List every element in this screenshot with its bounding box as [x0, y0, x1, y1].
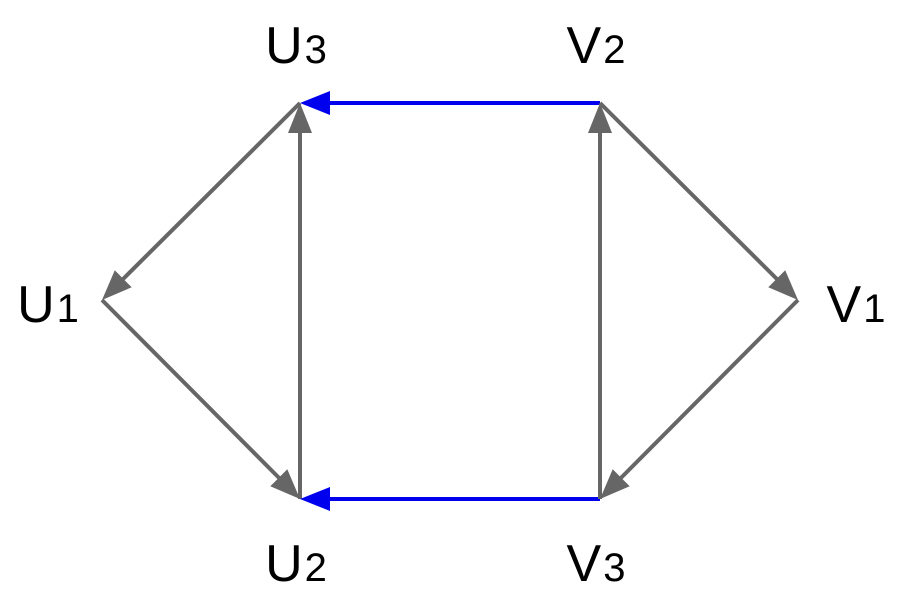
arrowhead-icon: [300, 91, 330, 115]
node-subscript: 1: [57, 287, 79, 331]
node-letter: V: [567, 535, 602, 593]
node-label-u3: U3: [265, 17, 327, 75]
arrowhead-icon: [288, 103, 312, 133]
arrowhead-icon: [300, 487, 330, 511]
node-letter: V: [827, 276, 862, 334]
edge-u3-to-u1: [102, 101, 302, 300]
edge-u1-to-u2: [100, 298, 300, 499]
edge-v3-to-u2: [300, 487, 600, 511]
arrowhead-icon: [768, 270, 798, 300]
edge-line: [120, 101, 302, 282]
arrowhead-icon: [588, 103, 612, 133]
node-subscript: 3: [305, 28, 327, 72]
edge-v3-to-v2: [588, 103, 612, 499]
edge-v1-to-v3: [600, 298, 800, 499]
edge-u2-to-u3: [288, 103, 312, 499]
node-label-v3: V3: [567, 535, 626, 593]
edge-v2-to-u3: [300, 91, 600, 115]
node-label-u2: U2: [265, 535, 327, 593]
node-letter: U: [265, 17, 303, 75]
node-subscript: 2: [603, 28, 625, 72]
edge-v2-to-v1: [598, 101, 798, 300]
node-subscript: 3: [603, 546, 625, 590]
node-letter: U: [17, 276, 55, 334]
node-label-v1: V1: [827, 276, 886, 334]
edge-line: [618, 298, 800, 481]
node-subscript: 1: [863, 287, 885, 331]
node-label-u1: U1: [17, 276, 79, 334]
edge-line: [598, 101, 780, 282]
node-letter: V: [567, 17, 602, 75]
arrowhead-icon: [102, 270, 132, 300]
arrowhead-icon: [600, 469, 630, 499]
edges-layer: [100, 91, 800, 511]
node-letter: U: [265, 535, 303, 593]
node-label-v2: V2: [567, 17, 626, 75]
edge-line: [100, 298, 282, 481]
node-subscript: 2: [305, 546, 327, 590]
arrowhead-icon: [270, 469, 300, 499]
